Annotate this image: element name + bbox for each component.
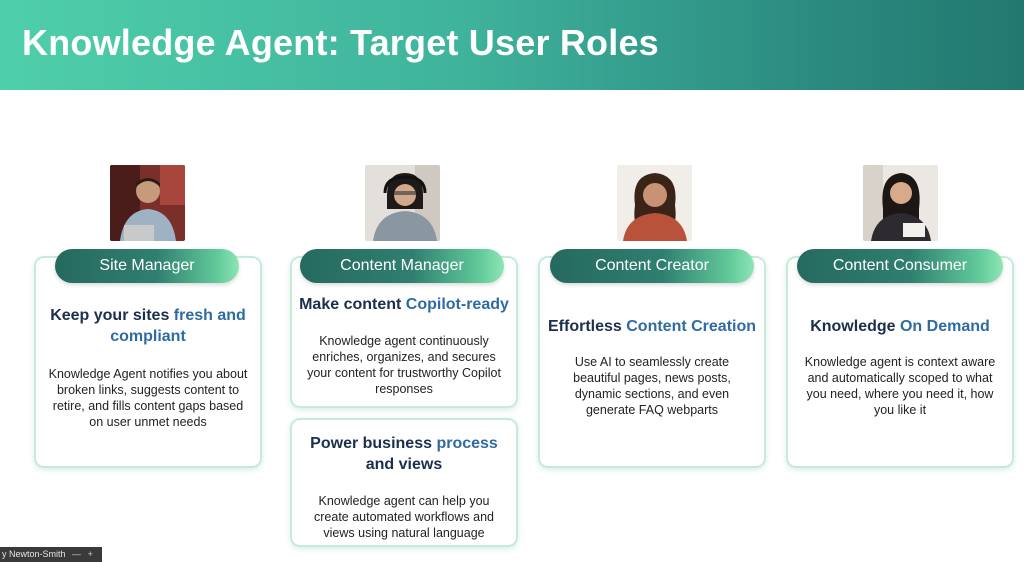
content-consumer-title: Content Consumer <box>797 249 1003 283</box>
add-icon[interactable]: + <box>87 549 93 559</box>
slide-header: Knowledge Agent: Target User Roles <box>0 0 1024 90</box>
content-consumer-photo <box>863 165 938 241</box>
content-creator-card: Effortless Content Creation Use AI to se… <box>538 256 766 468</box>
content-consumer-heading-part1: Knowledge <box>810 318 900 335</box>
content-manager-title: Content Manager <box>300 249 504 283</box>
site-manager-card: Keep your sites fresh and compliant Know… <box>34 256 262 468</box>
content-manager-heading-part1: Make content <box>299 296 406 313</box>
content-consumer-heading: Knowledge On Demand <box>794 316 1006 337</box>
content-creator-photo <box>617 165 692 241</box>
content-creator-title: Content Creator <box>550 249 754 283</box>
power-business-card: Power business process and views Knowled… <box>290 418 518 547</box>
content-manager-photo <box>365 165 440 241</box>
minimize-icon[interactable]: — <box>72 549 82 559</box>
content-consumer-description: Knowledge agent is context aware and aut… <box>804 355 996 417</box>
slide-title: Knowledge Agent: Target User Roles <box>22 22 659 63</box>
content-creator-heading-part1: Effortless <box>547 318 627 335</box>
site-manager-title: Site Manager <box>55 249 239 283</box>
site-manager-heading-part2: fresh and compliant <box>110 307 246 345</box>
content-consumer-card: Knowledge On Demand Knowledge agent is c… <box>786 256 1014 468</box>
content-manager-heading-part2: Copilot-ready <box>405 296 509 313</box>
content-creator-heading-part2: Content Creation <box>626 318 757 335</box>
content-creator-description: Use AI to seamlessly create beautiful pa… <box>573 355 731 417</box>
site-manager-photo <box>110 165 185 241</box>
site-manager-description: Knowledge Agent notifies you about broke… <box>48 367 248 429</box>
content-manager-description: Knowledge agent continuously enriches, o… <box>307 334 501 396</box>
site-manager-heading-part1: Keep your sites <box>50 307 174 324</box>
participant-name: y Newton-Smith <box>2 549 66 559</box>
content-consumer-heading-part2: On Demand <box>899 318 990 335</box>
power-business-heading-part3: and views <box>365 456 443 473</box>
power-business-heading: Power business process and views <box>298 433 510 475</box>
power-business-heading-part1: Power business <box>310 435 437 452</box>
content-manager-heading: Make content Copilot-ready <box>298 294 510 315</box>
site-manager-heading: Keep your sites fresh and compliant <box>42 305 254 347</box>
power-business-heading-part2: process <box>436 435 498 452</box>
content-creator-heading: Effortless Content Creation <box>546 316 758 337</box>
participant-label-bar: y Newton-Smith — + <box>0 547 102 562</box>
power-business-description: Knowledge agent can help you create auto… <box>314 494 494 540</box>
